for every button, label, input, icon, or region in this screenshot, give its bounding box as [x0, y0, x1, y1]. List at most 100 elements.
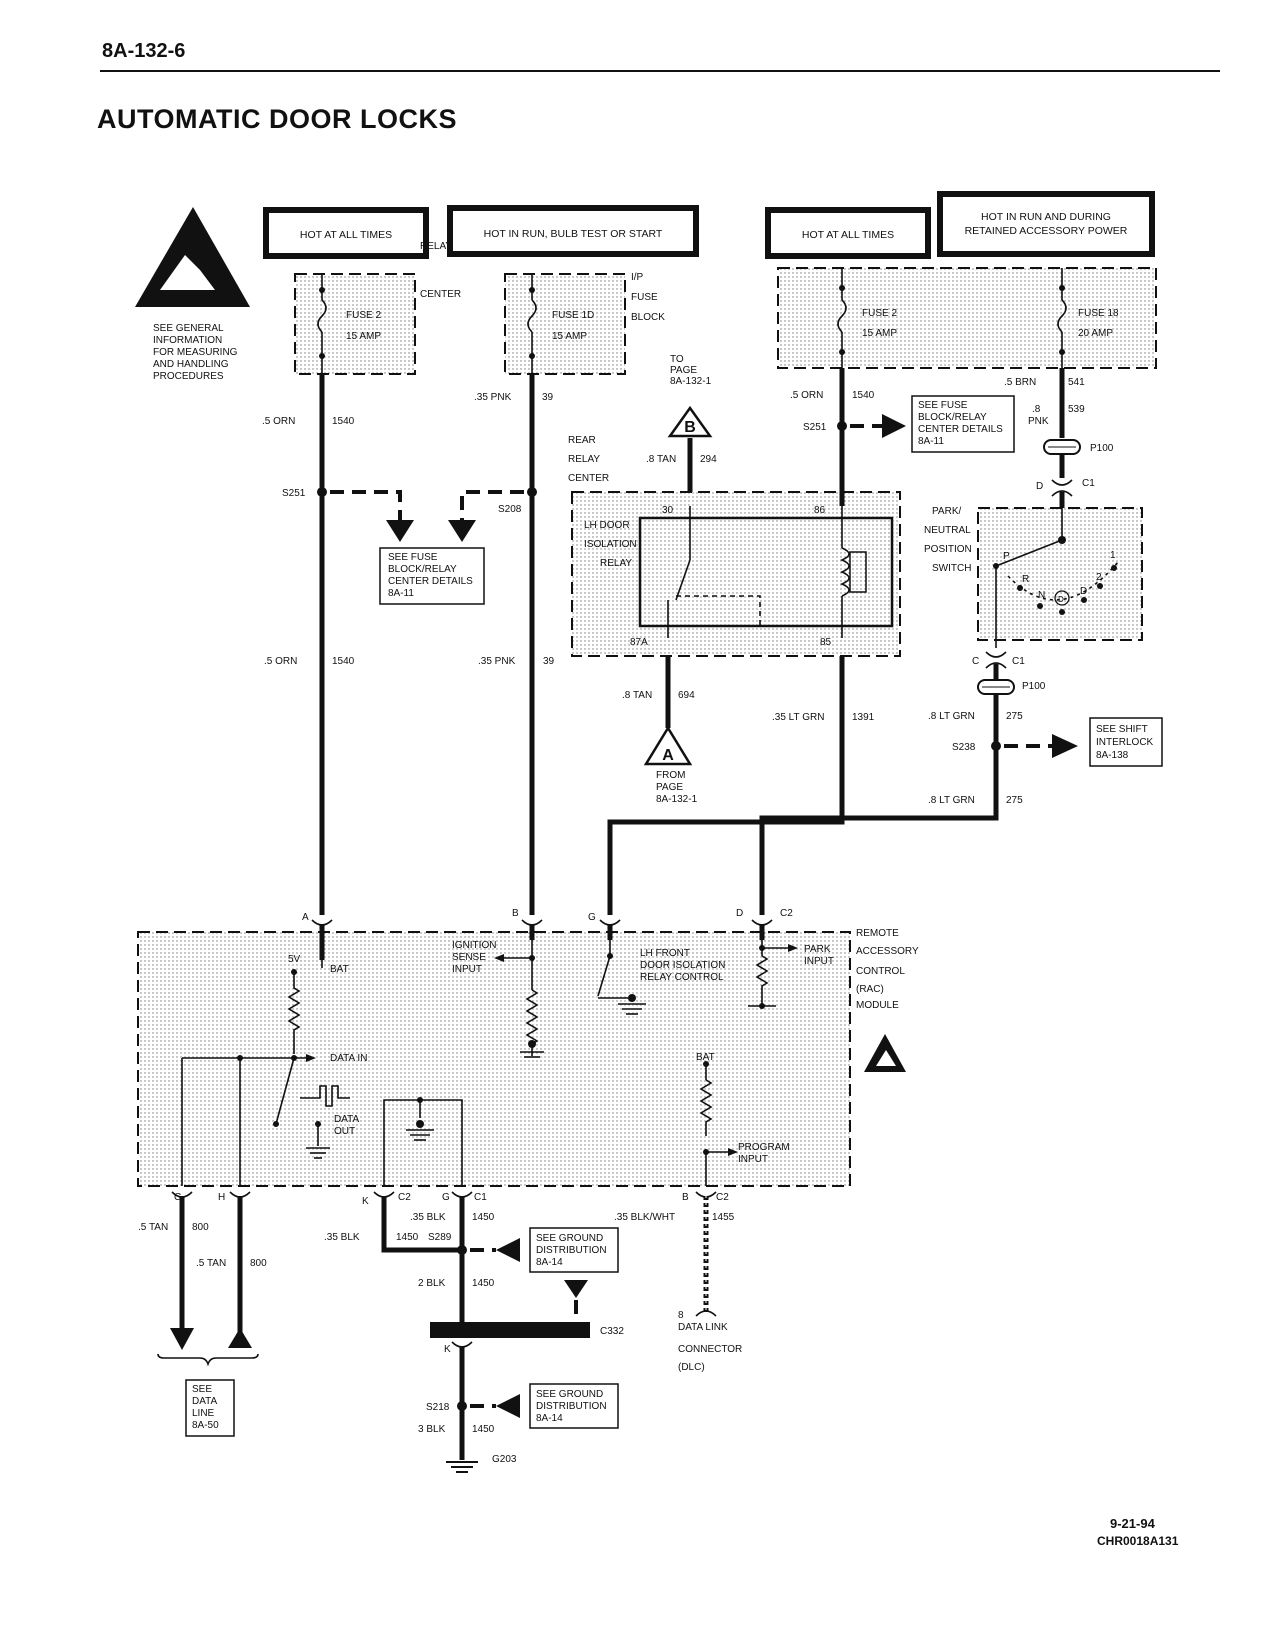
pnp-switch-label: PARK/	[932, 506, 961, 517]
revision-date: 9-21-94	[1110, 1516, 1155, 1531]
arrow-down-icon	[448, 520, 476, 542]
wire-label: 275	[1006, 711, 1023, 722]
rac-data-in-label: DATA IN	[330, 1053, 367, 1064]
splice-label: S238	[952, 742, 976, 753]
dlc-label: DATA LINK	[678, 1322, 728, 1333]
wire-label: .35 BLK/WHT	[614, 1212, 675, 1223]
ref-ground-distribution-1: SEE GROUND DISTRIBUTION 8A-14	[529, 1227, 619, 1273]
svg-text:RETAINED ACCESSORY POWER: RETAINED ACCESSORY POWER	[965, 225, 1128, 237]
rac-data-out-label: OUT	[334, 1126, 355, 1137]
svg-text:DISTRIBUTION: DISTRIBUTION	[536, 1401, 607, 1412]
ref-ground-distribution-2: SEE GROUND DISTRIBUTION 8A-14	[529, 1383, 619, 1429]
svg-text:HOT IN RUN AND DURING: HOT IN RUN AND DURING	[981, 211, 1111, 223]
wire-label: 694	[678, 690, 695, 701]
wire-label: 800	[192, 1222, 209, 1233]
svg-text:8A-14: 8A-14	[536, 1257, 563, 1268]
fuse-name: FUSE 2	[346, 310, 381, 321]
svg-text:HOT AT ALL TIMES: HOT AT ALL TIMES	[300, 229, 392, 241]
svg-text:8A-14: 8A-14	[536, 1413, 563, 1424]
connector-label: C1	[1082, 478, 1095, 489]
wire-label: 541	[1068, 377, 1085, 388]
power-box-hot-in-run: HOT IN RUN, BULB TEST OR START	[447, 205, 699, 257]
wire-label: .5 ORN	[262, 416, 295, 427]
document-id: CHR0018A131	[1097, 1534, 1179, 1548]
wire-label: 1450	[472, 1278, 495, 1289]
rac-bat-label: BAT	[330, 964, 349, 975]
svg-text:SEE FUSE: SEE FUSE	[918, 400, 968, 411]
wire-label: 294	[700, 454, 717, 465]
svg-text:8A-132-1: 8A-132-1	[656, 794, 698, 805]
connector-pin: K	[444, 1344, 451, 1355]
svg-text:P100: P100	[1090, 443, 1114, 454]
rac-name-label: (RAC)	[856, 984, 884, 995]
connector-p100-bottom: P100	[977, 679, 1046, 695]
wire-label: 1540	[332, 416, 355, 427]
svg-text:1: 1	[1110, 550, 1116, 561]
rac-name-label: ACCESSORY	[856, 946, 919, 957]
rac-connector-label: C2	[398, 1192, 411, 1203]
wire-label: .5 TAN	[196, 1258, 226, 1269]
rac-name-label: MODULE	[856, 1000, 899, 1011]
splice-s208	[527, 487, 537, 497]
wire-label: 39	[542, 392, 554, 403]
connector-pin: C	[972, 656, 979, 667]
dlc-pin: 8	[678, 1310, 684, 1321]
splice-s218	[457, 1401, 467, 1411]
wire-275	[759, 694, 999, 915]
wire-label: .8	[1032, 404, 1041, 415]
connector-p100-top: P100	[1043, 439, 1114, 455]
ref-fuse-detail-left: SEE FUSE BLOCK/RELAY CENTER DETAILS 8A-1…	[379, 547, 485, 605]
svg-text:P100: P100	[1022, 681, 1046, 692]
svg-text:CENTER DETAILS: CENTER DETAILS	[388, 576, 473, 587]
dlc-connector-glyph	[695, 1310, 717, 1317]
rac-lh-front-label: DOOR ISOLATION	[640, 960, 725, 971]
rac-park-label: PARK	[804, 944, 831, 955]
fuse-name: FUSE 2	[862, 308, 897, 319]
relay-name: LH DOOR	[584, 520, 630, 531]
relay-name: RELAY	[600, 558, 632, 569]
rac-module: BAT 5V DATA IN DATA OUT IGNITION SENSE I…	[137, 919, 851, 1187]
rac-pin-label: H	[218, 1192, 225, 1203]
svg-text:DISTRIBUTION: DISTRIBUTION	[536, 1245, 607, 1256]
svg-text:PAGE: PAGE	[656, 782, 683, 793]
svg-text:2: 2	[1096, 572, 1102, 583]
rac-pin-label: D	[736, 908, 743, 919]
splice-s251-right	[837, 421, 847, 431]
rac-ign-label: INPUT	[452, 964, 482, 975]
splice-s238	[991, 741, 1001, 751]
dlc-label: CONNECTOR	[678, 1344, 742, 1355]
svg-text:R: R	[1022, 574, 1029, 585]
wire-label: .5 TAN	[138, 1222, 168, 1233]
splice-label: S251	[282, 488, 306, 499]
svg-text:BLOCK/RELAY: BLOCK/RELAY	[918, 412, 987, 423]
wire-label: .35 LT GRN	[772, 712, 824, 723]
svg-text:30: 30	[662, 505, 674, 516]
ip-fuse-block-label: BLOCK	[631, 312, 665, 323]
rac-ign-label: IGNITION	[452, 940, 496, 951]
header-rule	[100, 70, 1220, 72]
svg-text:SEE: SEE	[192, 1384, 212, 1395]
arrow-down-icon	[564, 1280, 588, 1298]
power-box-retained-accessory: HOT IN RUN AND DURING RETAINED ACCESSORY…	[937, 191, 1155, 257]
fuse-rating: 15 AMP	[552, 331, 587, 342]
rac-ign-label: SENSE	[452, 952, 486, 963]
rac-lh-front-label: RELAY CONTROL	[640, 972, 724, 983]
arrow-left-icon	[496, 1394, 520, 1418]
arrow-left-icon	[496, 1238, 520, 1262]
power-box-hot-at-all-times-right: HOT AT ALL TIMES	[765, 207, 931, 259]
rac-lh-front-label: LH FRONT	[640, 948, 690, 959]
connector-c1-bottom	[985, 662, 1007, 669]
rac-data-out-label: DATA	[334, 1114, 360, 1125]
power-box-hot-at-all-times-left: HOT AT ALL TIMES	[263, 207, 429, 259]
svg-text:FROM: FROM	[656, 770, 685, 781]
wire-label: .5 BRN	[1004, 377, 1036, 388]
wire-label: .8 TAN	[622, 690, 652, 701]
ground-label: G203	[492, 1454, 517, 1465]
pnp-switch-label: NEUTRAL	[924, 525, 971, 536]
svg-text:HOT IN RUN, BULB TEST OR START: HOT IN RUN, BULB TEST OR START	[484, 228, 663, 240]
rac-name-label: CONTROL	[856, 966, 905, 977]
rac-name-label: REMOTE	[856, 928, 899, 939]
svg-text:INTERLOCK: INTERLOCK	[1096, 737, 1154, 748]
rear-relay-center-label: RELAY	[568, 454, 600, 465]
wire-label: 1450	[472, 1212, 495, 1223]
